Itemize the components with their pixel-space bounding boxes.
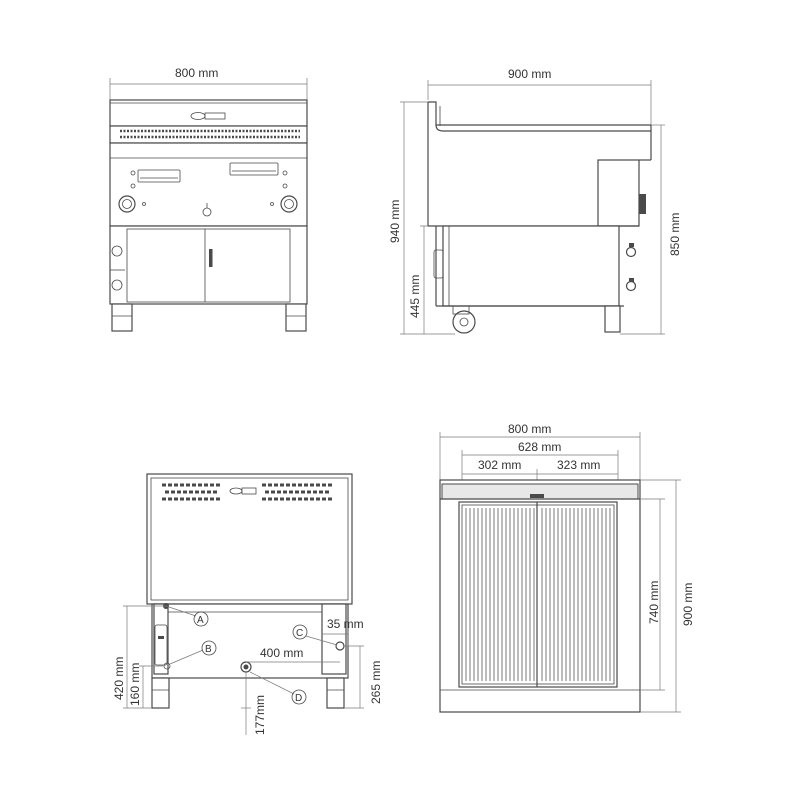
front-width-label: 800 mm [175,66,218,80]
front-vent-grille [120,129,300,139]
side-fitting-upper-icon [625,246,637,258]
side-foot-rear [604,305,621,333]
top-depth-outer-label: 900 mm [681,583,695,626]
door-handle-icon [209,249,213,267]
side-view: 900 mm 940 mm 445 mm 850 mm [388,67,682,335]
back-height-d-label: 177mm [253,695,267,735]
top-left-zone-label: 302 mm [478,458,521,472]
foot-left [111,303,133,332]
marker-a: A [197,615,204,626]
marker-b: B [205,644,212,655]
top-width-outer-label: 800 mm [508,422,551,436]
cooking-surface [458,501,618,688]
caster-wheel-icon [452,310,476,334]
back-height-a-label: 420 mm [112,657,126,700]
back-vent-grille-right [262,483,332,501]
side-knob-icon [639,194,646,214]
display-window-right [229,162,279,176]
side-handle [433,249,444,279]
side-depth-label: 900 mm [508,67,551,81]
top-width-inner-label: 628 mm [518,440,561,454]
side-fitting-upper-icon [111,245,123,257]
side-fitting-lower-icon [625,280,637,292]
connection-point-b [163,662,171,670]
top-view: 800 mm 628 mm 302 mm 323 mm 740 mm [439,422,695,713]
side-height-worktop-label: 850 mm [668,213,682,256]
back-vent-grille-left [162,483,222,501]
marker-c: C [296,628,303,639]
foot-right [285,303,307,332]
back-c-offset-label: 35 mm [327,617,364,631]
side-height-base-label: 445 mm [408,275,422,318]
grill-bars [465,508,611,681]
back-offset-label: 400 mm [260,646,303,660]
knob-right-icon [280,195,298,213]
marker-d: D [295,693,302,704]
side-control-panel [597,159,640,227]
side-height-total-label: 940 mm [388,200,402,243]
side-fitting-lower-icon [111,279,123,291]
knob-left-icon [118,195,136,213]
top-depth-inner-label: 740 mm [647,581,661,624]
display-window-left [137,169,181,183]
back-view: A B C D 420 mm 160 mm 177mm 400 mm 35 mm [112,473,383,735]
front-view: 800 mm [109,66,308,332]
back-height-c-label: 265 mm [369,661,383,704]
top-right-zone-label: 323 mm [557,458,600,472]
back-height-b-label: 160 mm [128,663,142,706]
